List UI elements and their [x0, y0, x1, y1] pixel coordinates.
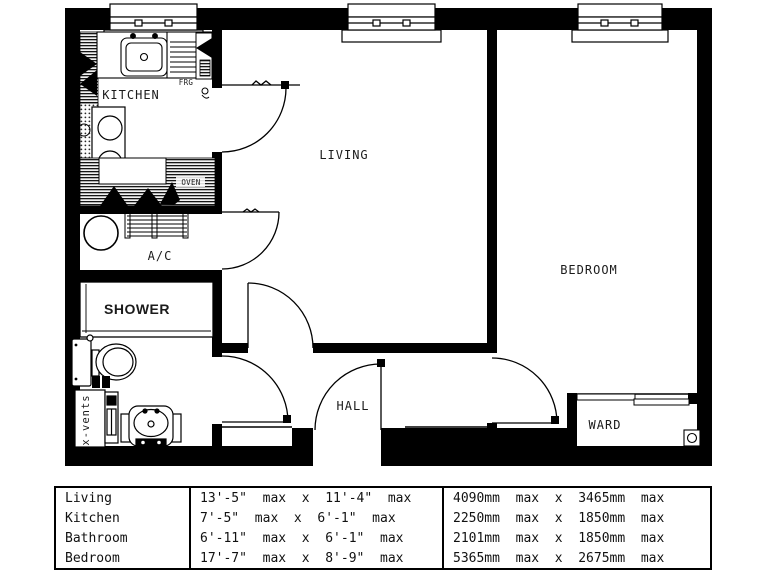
shower-label: SHOWER	[104, 301, 170, 317]
metric-dimensions: 2250mm max x 1850mm max	[442, 508, 710, 528]
room-name: Kitchen	[65, 510, 120, 526]
kitchen-label: KITCHEN	[102, 88, 160, 102]
bedroom-label: BEDROOM	[560, 263, 618, 277]
metric-dimensions: 5365mm max x 2675mm max	[442, 548, 710, 568]
window-living	[341, 3, 442, 43]
kitchen-tall-unit	[195, 32, 213, 80]
ac-cylinder	[83, 215, 119, 251]
table-row: Bathroom 6'-11" max x 6'-1" max 2101mm m…	[56, 528, 710, 548]
imperial-dimensions: 6'-11" max x 6'-1" max	[189, 528, 442, 548]
door-bedroom	[491, 357, 559, 424]
door-kitchen	[221, 80, 300, 153]
living-label: LIVING	[319, 148, 368, 162]
ac-label: A/C	[148, 249, 173, 263]
table-row: Bedroom 17'-7" max x 8'-9" max 5365mm ma…	[56, 548, 710, 568]
kitchen-sink	[96, 31, 214, 79]
door-bathroom	[221, 355, 291, 423]
ward-label: WARD	[589, 418, 622, 432]
shower-tray	[79, 281, 214, 338]
table-row: Kitchen 7'-5" max x 6'-1" max 2250mm max…	[56, 508, 710, 528]
interior-walls	[65, 30, 702, 448]
fridge-label: FRG	[179, 78, 194, 87]
door-airing-cupboard	[221, 208, 280, 270]
basin	[120, 405, 182, 447]
door-entrance	[314, 359, 385, 431]
kitchen-counter-bottom	[79, 157, 216, 207]
ac-shelves	[124, 212, 189, 239]
kitchen-switch-symbol	[201, 87, 210, 99]
room-name: Bedroom	[65, 550, 120, 566]
hall-label: HALL	[337, 399, 370, 413]
oven-label: OVEN	[181, 178, 200, 187]
toilet	[71, 334, 137, 388]
vents-label: x-vents	[80, 394, 92, 445]
room-name: Bathroom	[65, 530, 128, 546]
metric-dimensions: 2101mm max x 1850mm max	[442, 528, 710, 548]
imperial-dimensions: 7'-5" max x 6'-1" max	[189, 508, 442, 528]
floor-plan-drawing: OVEN FRG	[65, 3, 712, 466]
dimensions-table: Living 13'-5" max x 11'-4" max 4090mm ma…	[54, 486, 712, 570]
room-name: Living	[65, 490, 112, 506]
window-bedroom	[571, 3, 669, 43]
table-row: Living 13'-5" max x 11'-4" max 4090mm ma…	[56, 488, 710, 508]
imperial-dimensions: 17'-7" max x 8'-9" max	[189, 548, 442, 568]
metric-dimensions: 4090mm max x 3465mm max	[442, 488, 710, 508]
ward-corner-fixture	[683, 429, 701, 447]
imperial-dimensions: 13'-5" max x 11'-4" max	[189, 488, 442, 508]
wardrobe-sliding-doors	[576, 393, 690, 406]
door-living	[247, 282, 314, 349]
vent-cabinet	[74, 389, 119, 448]
